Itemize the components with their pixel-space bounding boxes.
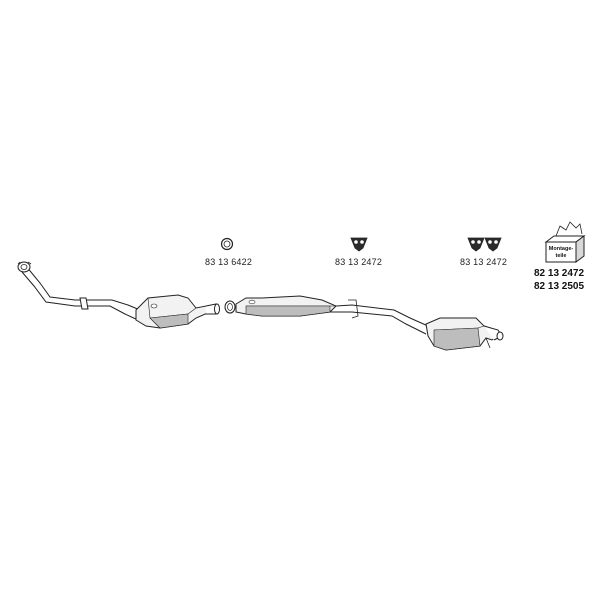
front-pipe [21,265,141,321]
mounting-kit-box-label-1: Montage- [549,246,574,252]
mounting-kit-box-icon: Montage- teile [544,221,586,263]
gasket-ring-icon [220,237,234,251]
rubber-hanger-icon [350,237,368,252]
intermediate-pipe [330,299,429,335]
catalytic-converter [135,294,220,329]
part-number-gasket: 83 13 6422 [205,257,253,267]
rubber-hanger-pair-icon [467,237,502,252]
mounting-kit-number-1: 82 13 2472 [534,268,585,279]
part-number-hanger: 83 13 2472 [335,257,383,267]
flange-gasket [224,300,236,314]
part-number-hanger-pair: 83 13 2472 [460,257,508,267]
middle-silencer [235,295,337,317]
front-pipe-flange [17,261,32,273]
mounting-kit-number-2: 82 13 2505 [534,281,585,292]
mounting-kit-box-label-2: teile [555,253,566,259]
rear-silencer [425,317,504,351]
